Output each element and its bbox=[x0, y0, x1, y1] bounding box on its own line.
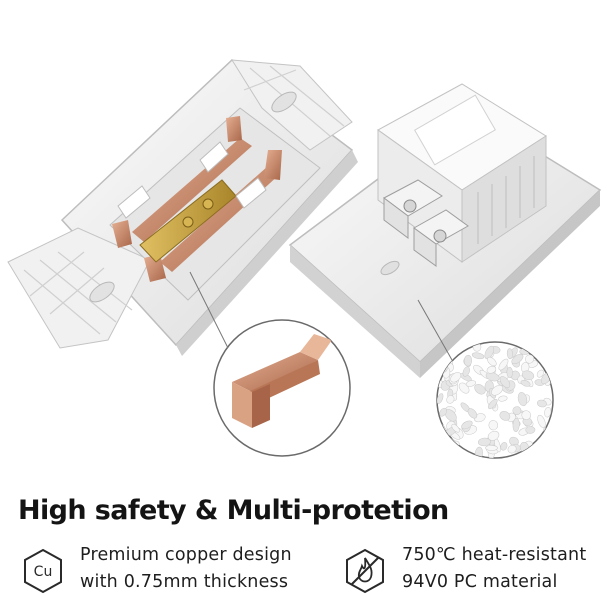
granule bbox=[498, 395, 508, 402]
socket-front-module bbox=[288, 83, 602, 378]
granule bbox=[521, 410, 532, 420]
granule bbox=[519, 348, 531, 355]
callout-line bbox=[189, 271, 229, 349]
flame-resistant-icon bbox=[346, 548, 384, 594]
copper-cu-icon: Cu bbox=[24, 548, 62, 594]
granule bbox=[525, 354, 535, 364]
granule bbox=[463, 354, 473, 367]
granule bbox=[536, 369, 544, 378]
feature-line: 750℃ heat-resistant bbox=[402, 545, 587, 565]
granule bbox=[520, 379, 531, 387]
granule bbox=[506, 348, 513, 360]
granule bbox=[534, 445, 545, 456]
granule bbox=[506, 366, 513, 379]
feature-heat-resistant: 750℃ heat-resistant 94V0 PC material bbox=[340, 540, 610, 600]
granule bbox=[465, 380, 477, 387]
feature-copper: Cu Premium copper design with 0.75mm thi… bbox=[18, 540, 318, 600]
copper-terminal-closeup bbox=[213, 319, 351, 457]
granule bbox=[509, 436, 519, 446]
granule bbox=[512, 406, 522, 415]
granule bbox=[461, 420, 473, 430]
granule bbox=[477, 437, 491, 447]
feature-line: 94V0 PC material bbox=[402, 572, 558, 592]
granule bbox=[525, 426, 536, 434]
granule bbox=[437, 359, 448, 370]
granule bbox=[545, 346, 553, 360]
granule bbox=[486, 365, 497, 374]
granule bbox=[499, 411, 511, 421]
granule bbox=[512, 417, 520, 432]
granule bbox=[444, 442, 454, 453]
granule bbox=[544, 439, 553, 449]
granule bbox=[467, 408, 478, 419]
granule bbox=[487, 430, 500, 441]
granule bbox=[521, 370, 535, 381]
granule bbox=[517, 392, 528, 407]
granule bbox=[437, 393, 444, 404]
granule bbox=[450, 372, 462, 383]
feature-line: with 0.75mm thickness bbox=[80, 572, 289, 592]
granule bbox=[498, 358, 509, 371]
feature-line: Premium copper design bbox=[80, 545, 292, 565]
svg-text:Cu: Cu bbox=[34, 564, 53, 580]
granule bbox=[488, 420, 499, 431]
granule bbox=[545, 360, 553, 368]
headline: High safety & Multi-protetion bbox=[18, 495, 449, 526]
callout-line bbox=[417, 299, 453, 361]
granule bbox=[462, 366, 470, 377]
pc-granules-closeup bbox=[436, 341, 554, 459]
granule bbox=[511, 353, 524, 365]
granule bbox=[471, 352, 485, 360]
granule bbox=[439, 407, 447, 417]
granule bbox=[543, 427, 553, 440]
granule bbox=[544, 407, 552, 418]
granule bbox=[499, 376, 511, 389]
granule bbox=[536, 399, 547, 408]
granule bbox=[488, 398, 498, 410]
granule bbox=[446, 395, 455, 404]
granule bbox=[451, 423, 460, 433]
socket-back-plate bbox=[7, 59, 358, 356]
granule bbox=[487, 356, 497, 367]
granule bbox=[437, 448, 446, 458]
product-illustration bbox=[7, 59, 602, 459]
granule bbox=[537, 414, 546, 428]
granule bbox=[485, 372, 500, 382]
granule bbox=[474, 383, 486, 395]
granule bbox=[541, 342, 552, 349]
granule bbox=[500, 442, 508, 451]
granule bbox=[507, 445, 517, 454]
granule bbox=[484, 345, 495, 360]
granule bbox=[491, 385, 504, 396]
granule bbox=[485, 445, 498, 451]
